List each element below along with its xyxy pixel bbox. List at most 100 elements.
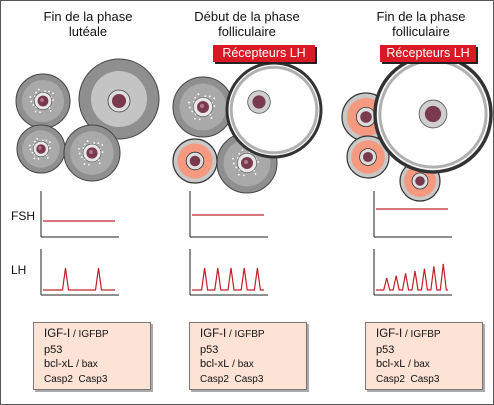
granulosa-dot: [213, 97, 216, 100]
casp2-label: Casp2: [44, 373, 73, 385]
granulosa-dot: [192, 100, 195, 103]
granulosa-dot: [31, 151, 34, 154]
phase-title-follicular-start: Début de la phase folliculaire: [167, 9, 327, 39]
casp2-label: Casp2: [376, 373, 405, 385]
follicle: [16, 124, 66, 174]
casp3-label: Casp3: [234, 373, 264, 385]
oocyte: [362, 151, 374, 163]
lh-pulse-line: [192, 267, 264, 291]
separator: /: [405, 359, 414, 370]
igf-line: IGF-I / IGFBP: [200, 327, 306, 343]
oocyte-nucleus: [199, 103, 205, 109]
follicle: [63, 124, 121, 182]
granulosa-dot: [29, 148, 32, 151]
granulosa-dot: [34, 110, 37, 113]
bcl-line: bcl-xL / bax: [44, 357, 150, 373]
oocyte: [424, 105, 442, 123]
igfbp-label: IGFBP: [410, 329, 441, 340]
title-line-1: Fin de la phase: [376, 9, 466, 24]
lh-chart: [373, 249, 452, 296]
casp-line: Casp2 Casp3: [44, 373, 150, 388]
granulosa-dot: [193, 117, 196, 120]
oocyte: [112, 94, 126, 108]
fsh-chart: [373, 191, 452, 238]
follicle: [172, 76, 234, 138]
granulosa-dot: [242, 174, 245, 177]
phase-title-follicular-end: Fin de la phase folliculaire: [341, 9, 494, 39]
oocyte-nucleus: [38, 146, 42, 150]
granulosa-dot: [101, 144, 104, 146]
granulosa-dot: [198, 118, 201, 121]
bax-label: bax: [413, 359, 430, 370]
granulosa-dot: [35, 91, 37, 94]
lh-chart: [40, 249, 119, 296]
granulosa-dot: [188, 101, 190, 104]
granulosa-dot: [235, 166, 238, 169]
granulosa-dot: [93, 142, 96, 144]
granulosa-dot: [49, 141, 51, 144]
lh-receptor-badge: Récepteurs LH: [213, 45, 315, 62]
granulosa-dot: [44, 90, 47, 93]
fsh-chart: [189, 191, 268, 238]
granulosa-dot: [213, 105, 216, 107]
granulosa-dot: [191, 110, 194, 113]
bcl-label: bcl-xL: [376, 358, 406, 370]
granulosa-dot: [254, 173, 257, 175]
igf-line: IGF-I / IGFBP: [376, 327, 482, 343]
granulosa-dot: [88, 163, 90, 166]
p53-line: p53: [376, 343, 395, 356]
granulosa-dot: [78, 152, 81, 155]
granulosa-dot: [77, 147, 80, 150]
granulosa-dot: [257, 161, 260, 163]
oocyte: [189, 155, 201, 167]
separator: /: [402, 329, 411, 340]
casp3-label: Casp3: [410, 373, 440, 385]
follicle: [15, 73, 71, 129]
granulosa-dot: [49, 110, 52, 112]
granulosa-dot: [97, 142, 100, 145]
casp-line: Casp2 Casp3: [200, 373, 306, 388]
igf-line: IGF-I / IGFBP: [44, 327, 150, 343]
granulosa-dot: [28, 144, 31, 147]
granulosa-dot: [232, 162, 235, 165]
granulosa-dot: [83, 163, 86, 165]
igf-label: IGF-I: [200, 328, 227, 340]
granulosa-dot: [33, 140, 36, 143]
granulosa-dot: [29, 96, 32, 98]
granulosa-dot: [32, 104, 35, 106]
lh-chart: [189, 249, 268, 296]
bcl-line: bcl-xL / bax: [200, 357, 306, 373]
granulosa-dot: [194, 96, 197, 99]
granulosa-dot: [236, 156, 239, 159]
oocyte: [360, 111, 372, 123]
factor-box: IGF-I / IGFBP p53 bcl-xL / bax Casp2 Cas…: [189, 322, 307, 390]
phase-title-luteal-end: Fin de la phase lutéale: [8, 9, 168, 39]
casp-line: Casp2 Casp3: [376, 373, 482, 388]
factor-box: IGF-I / IGFBP p53 bcl-xL / bax Casp2 Cas…: [33, 322, 151, 390]
antral-follicle: [373, 54, 493, 174]
oocyte: [252, 95, 266, 109]
granulosa-dot: [101, 151, 104, 153]
title-line-2: folliculaire: [218, 24, 276, 39]
title-line-2: lutéale: [68, 24, 108, 39]
granulosa-dot: [33, 157, 36, 160]
separator: /: [226, 329, 235, 340]
bcl-label: bcl-xL: [44, 358, 74, 370]
granulosa-dot: [188, 106, 191, 109]
follicle: [172, 138, 218, 184]
factor-box: IGF-I / IGFBP p53 bcl-xL / bax Casp2 Cas…: [365, 322, 483, 390]
granulosa-dot: [98, 162, 101, 165]
oocyte-nucleus: [40, 98, 44, 102]
granulosa-dot: [232, 157, 234, 160]
fsh-axis-label: FSH: [11, 209, 35, 223]
fsh-chart: [40, 191, 119, 238]
granulosa-dot: [45, 139, 48, 142]
granulosa-dot: [49, 147, 51, 150]
granulosa-dot: [237, 173, 240, 176]
granulosa-dot: [48, 90, 50, 93]
granulosa-dot: [238, 152, 241, 155]
granulosa-dot: [30, 100, 33, 103]
igf-label: IGF-I: [44, 328, 71, 340]
